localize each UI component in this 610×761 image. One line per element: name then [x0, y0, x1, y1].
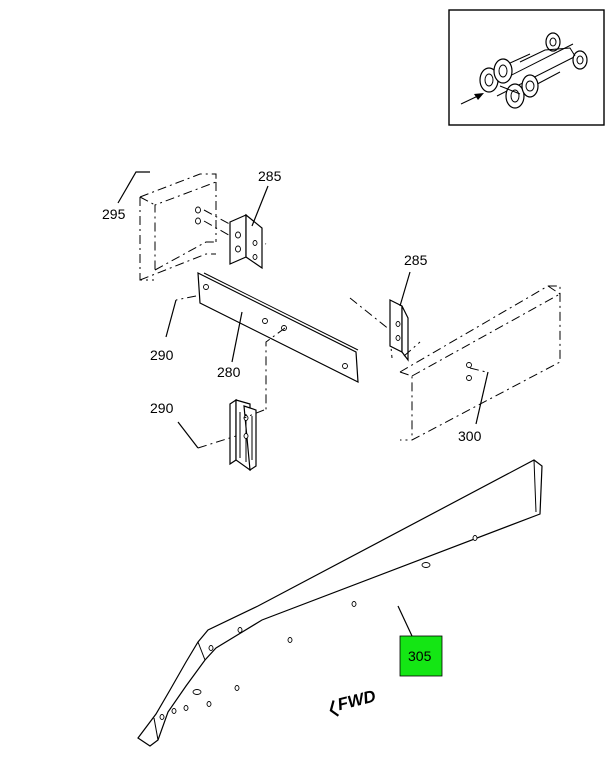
part-300-rail	[399, 285, 561, 441]
part-285-bracket-upper	[229, 213, 263, 270]
locator-inset	[448, 9, 605, 126]
leader-285-upper	[251, 185, 269, 227]
part-305-rail	[137, 459, 543, 747]
forward-direction-label: FWD	[329, 686, 378, 717]
callout-285-upper: 285	[258, 168, 282, 184]
callout-305-highlight	[399, 635, 443, 677]
callout-305: 305	[408, 648, 432, 664]
leader-280	[231, 311, 243, 363]
leader-305	[397, 605, 413, 637]
part-280-plate	[197, 271, 359, 384]
callout-290-lower: 290	[150, 400, 174, 416]
fwd-text: FWD	[336, 686, 378, 714]
leader-285-right	[399, 271, 411, 307]
callout-285-right: 285	[404, 252, 428, 268]
leader-290-upper	[165, 299, 177, 338]
part-290-channel	[229, 398, 257, 472]
callout-295: 295	[102, 206, 126, 222]
part-285-bracket-right	[389, 299, 409, 362]
leader-295	[117, 171, 150, 204]
callout-280: 280	[217, 364, 241, 380]
callout-290-upper: 290	[150, 347, 174, 363]
forward-arrow-icon	[329, 700, 340, 717]
leader-290-lower	[177, 421, 199, 449]
leader-300	[475, 371, 489, 425]
callout-300: 300	[458, 428, 482, 444]
